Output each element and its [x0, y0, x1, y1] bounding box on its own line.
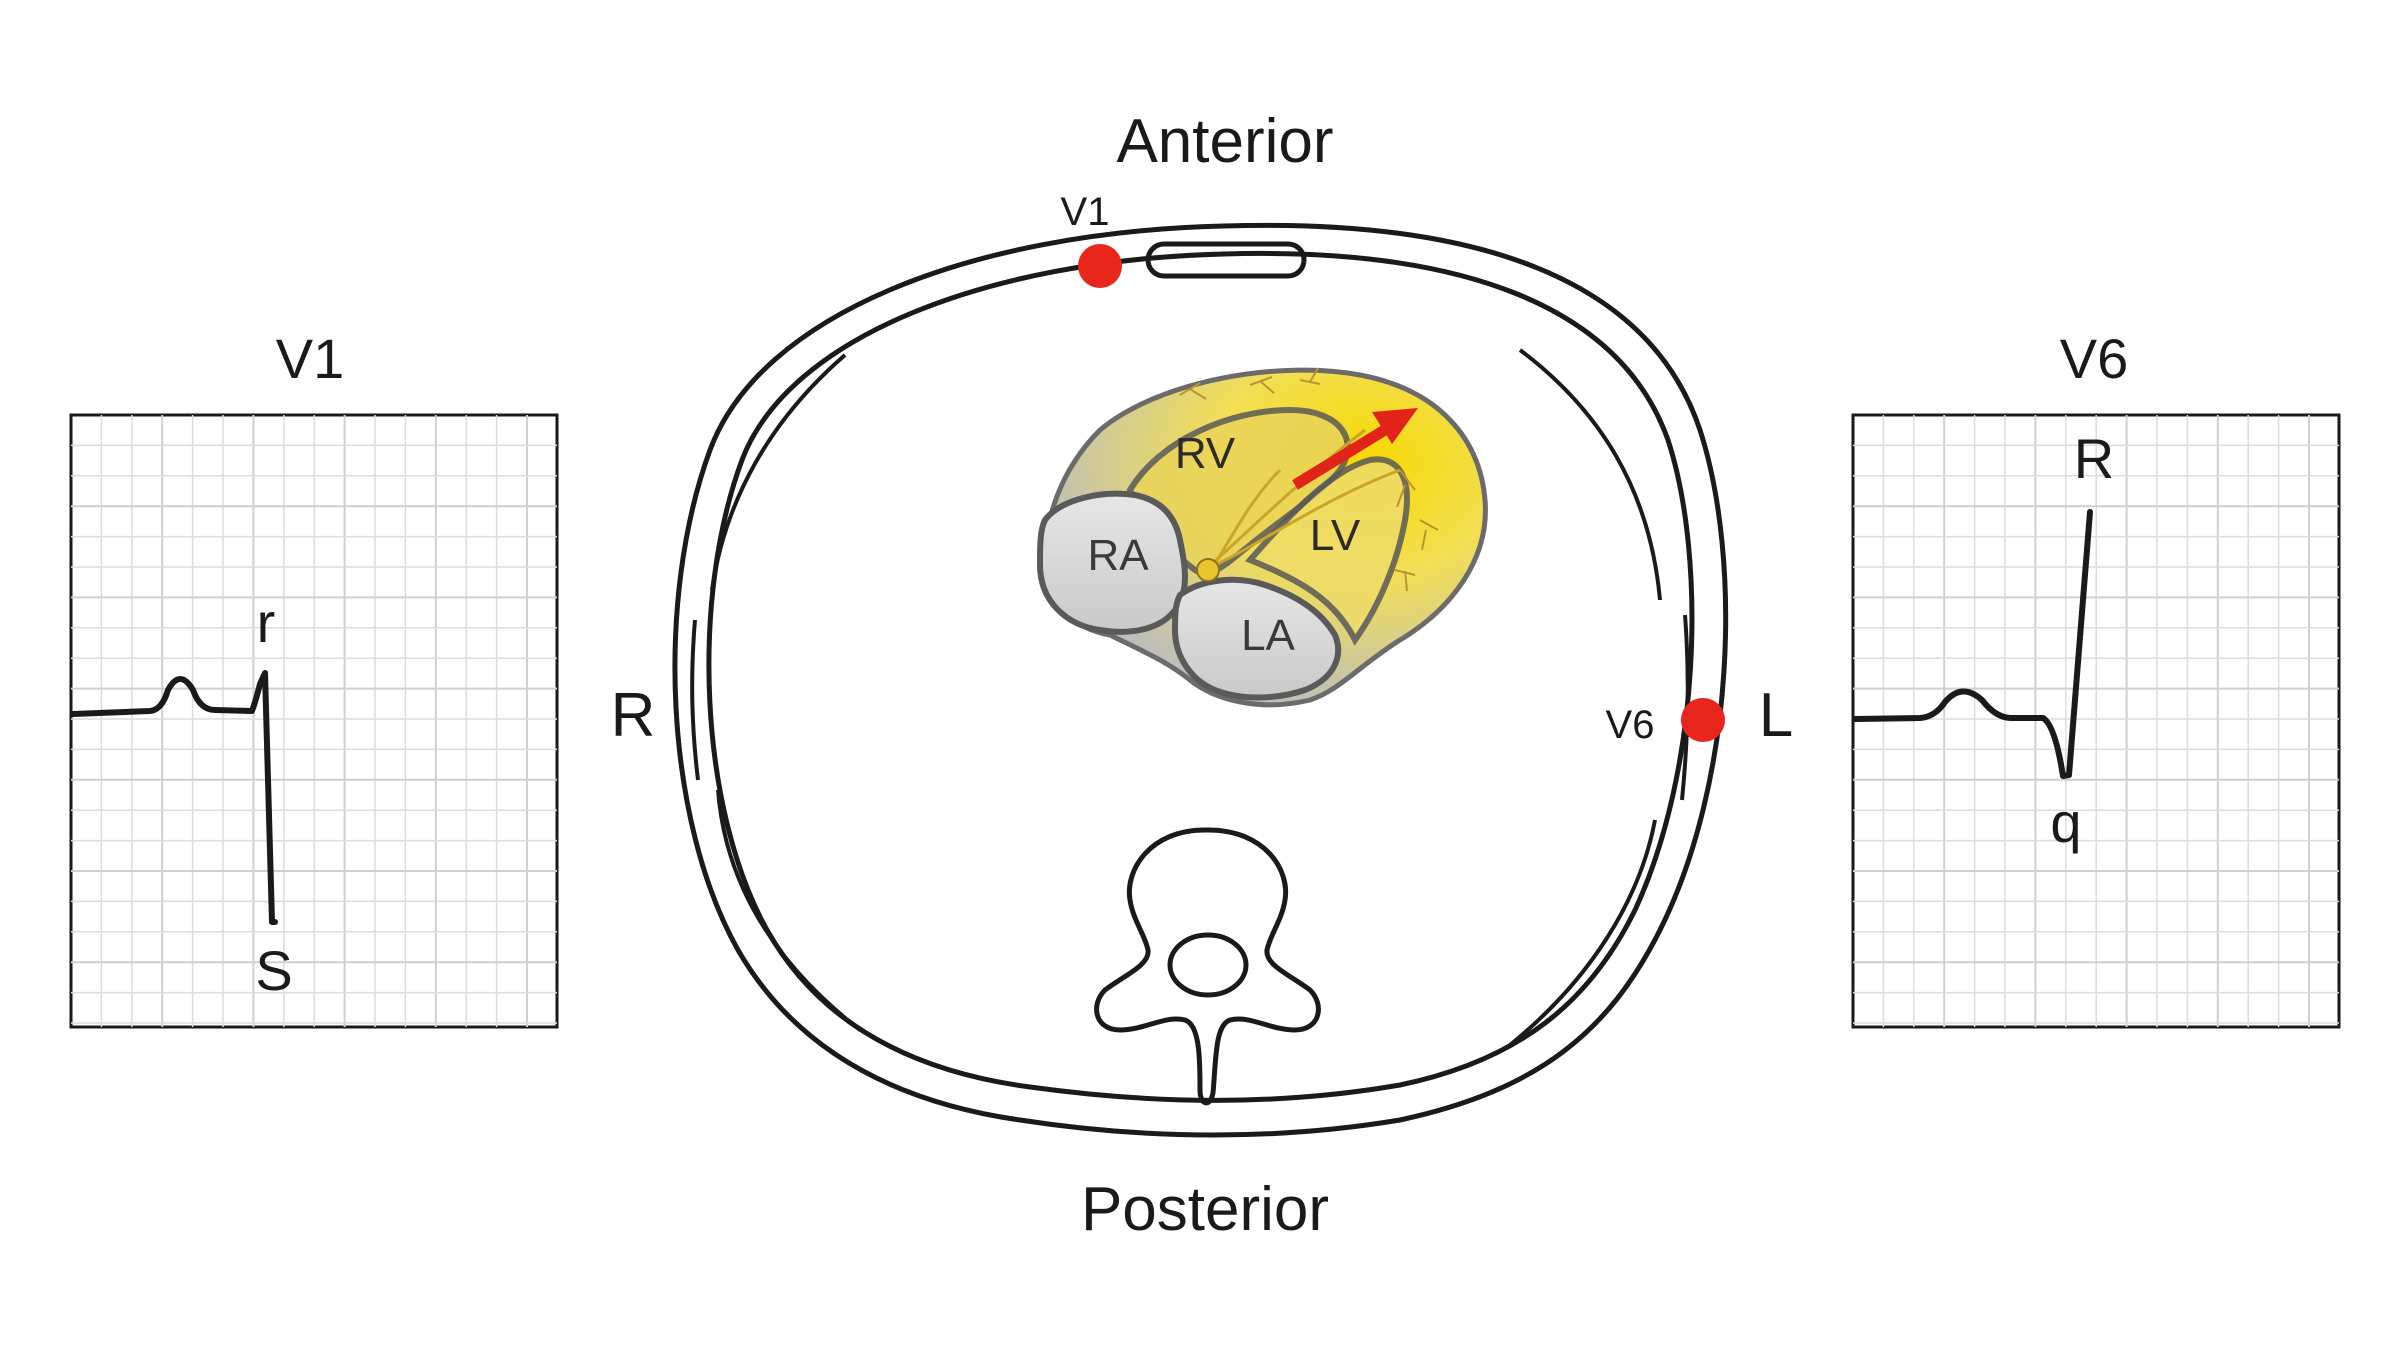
rib-left-upper: [710, 353, 847, 591]
v1-electrode-label: V1: [1061, 190, 1110, 234]
conduction-bundle: [1204, 428, 1401, 573]
v1-s-wave-label: S: [255, 939, 292, 1002]
rib-right-upper: [1518, 348, 1662, 601]
v1-r-wave-label: r: [257, 591, 276, 654]
v1-ecg-waveform: [70, 670, 278, 925]
v1-panel-title: V1: [276, 327, 345, 390]
v6-electrode-dot: [1681, 698, 1725, 742]
rib-left-middle: [690, 619, 700, 781]
v6-q-wave-label: q: [2050, 791, 2081, 854]
la-label: LA: [1241, 611, 1295, 660]
lv-label: LV: [1310, 511, 1361, 560]
v1-ecg-panel: V1 r S: [69, 327, 559, 1029]
left-atrium: [1171, 576, 1342, 701]
depolarization-arrow: [1292, 408, 1418, 490]
v6-ecg-panel: V6 R q: [1851, 327, 2341, 1029]
v6-ecg-waveform: [1852, 509, 2093, 779]
rib-right-lower: [1508, 819, 1657, 1047]
vertebral-foramen: [1167, 932, 1249, 998]
posterior-label: Posterior: [1081, 1175, 1329, 1244]
av-node: [1196, 558, 1220, 582]
anterior-label: Anterior: [1116, 107, 1333, 176]
v6-ecg-grid: [1853, 415, 2339, 1027]
vertebra-body: [1094, 827, 1321, 1106]
rv-label: RV: [1175, 429, 1236, 478]
heart: RV LV RA LA: [1036, 367, 1488, 708]
v1-electrode-dot: [1078, 244, 1122, 288]
v1-ecg-grid: [71, 415, 557, 1027]
rib-left-lower: [716, 789, 862, 1032]
thorax-cross-section: RV LV RA LA V1 V6: [672, 190, 1729, 1138]
chest-wall-outer: [672, 222, 1729, 1138]
purkinje-fibers: [1179, 367, 1439, 592]
right-side-label: R: [611, 681, 656, 750]
left-ventricle-cavity: [1244, 456, 1410, 646]
vertebra: [1094, 827, 1321, 1106]
v6-electrode-label: V6: [1606, 703, 1655, 747]
v6-r-wave-label: R: [2074, 427, 2114, 490]
left-side-label: L: [1759, 681, 1793, 750]
ra-label: RA: [1087, 531, 1149, 580]
v6-panel-title: V6: [2060, 327, 2129, 390]
sternum: [1145, 241, 1307, 279]
